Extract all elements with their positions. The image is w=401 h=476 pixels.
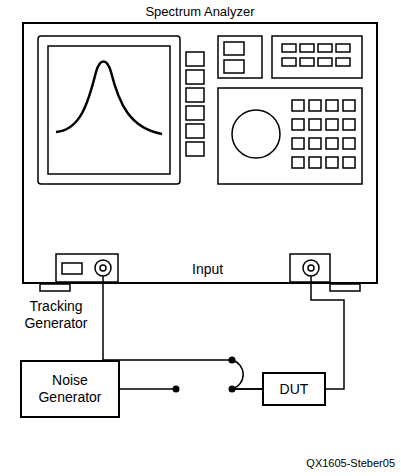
key (343, 119, 355, 130)
keypad (292, 100, 355, 168)
key (309, 157, 321, 168)
screen-bezel (38, 36, 180, 184)
signal-wire (120, 388, 262, 390)
screen-display (48, 46, 170, 174)
key (343, 138, 355, 149)
connector-panel (290, 254, 330, 282)
soft-keys (186, 52, 204, 156)
connector-panel (56, 254, 118, 282)
port-label: Input (192, 261, 223, 278)
status-panel (218, 36, 262, 78)
key (309, 138, 321, 149)
keys (282, 44, 350, 66)
output-connector (95, 260, 111, 276)
key (309, 119, 321, 130)
indicator (224, 60, 244, 73)
foot (40, 284, 70, 291)
key (292, 119, 304, 130)
analyzer-housing: Spectrum AnalyzerInput (22, 22, 378, 284)
level-display (62, 263, 82, 274)
key (309, 100, 321, 111)
figure-id: QX1605-Steber05 (306, 455, 395, 472)
key (292, 157, 304, 168)
device-title: Spectrum Analyzer (24, 3, 376, 20)
key (343, 100, 355, 111)
input-connector (308, 265, 314, 271)
key (343, 157, 355, 168)
key (326, 100, 338, 111)
output-connector (100, 265, 106, 271)
key (292, 100, 304, 111)
tuning-knob (232, 110, 280, 158)
generator-box: Noise Generator (20, 360, 120, 418)
key (326, 138, 338, 149)
input-connector (303, 260, 319, 276)
response-curve (56, 62, 162, 135)
key-panel (272, 36, 362, 78)
key (292, 138, 304, 149)
box-label: DUT (280, 381, 309, 398)
box-label: Noise Generator (26, 372, 114, 406)
indicator (224, 42, 244, 55)
foot (330, 284, 360, 291)
signal-wire (103, 284, 262, 389)
key (326, 157, 338, 168)
device-box: DUT (262, 372, 326, 406)
key (326, 119, 338, 130)
port-label: Tracking Generator (14, 298, 98, 332)
control-panel (218, 88, 362, 184)
